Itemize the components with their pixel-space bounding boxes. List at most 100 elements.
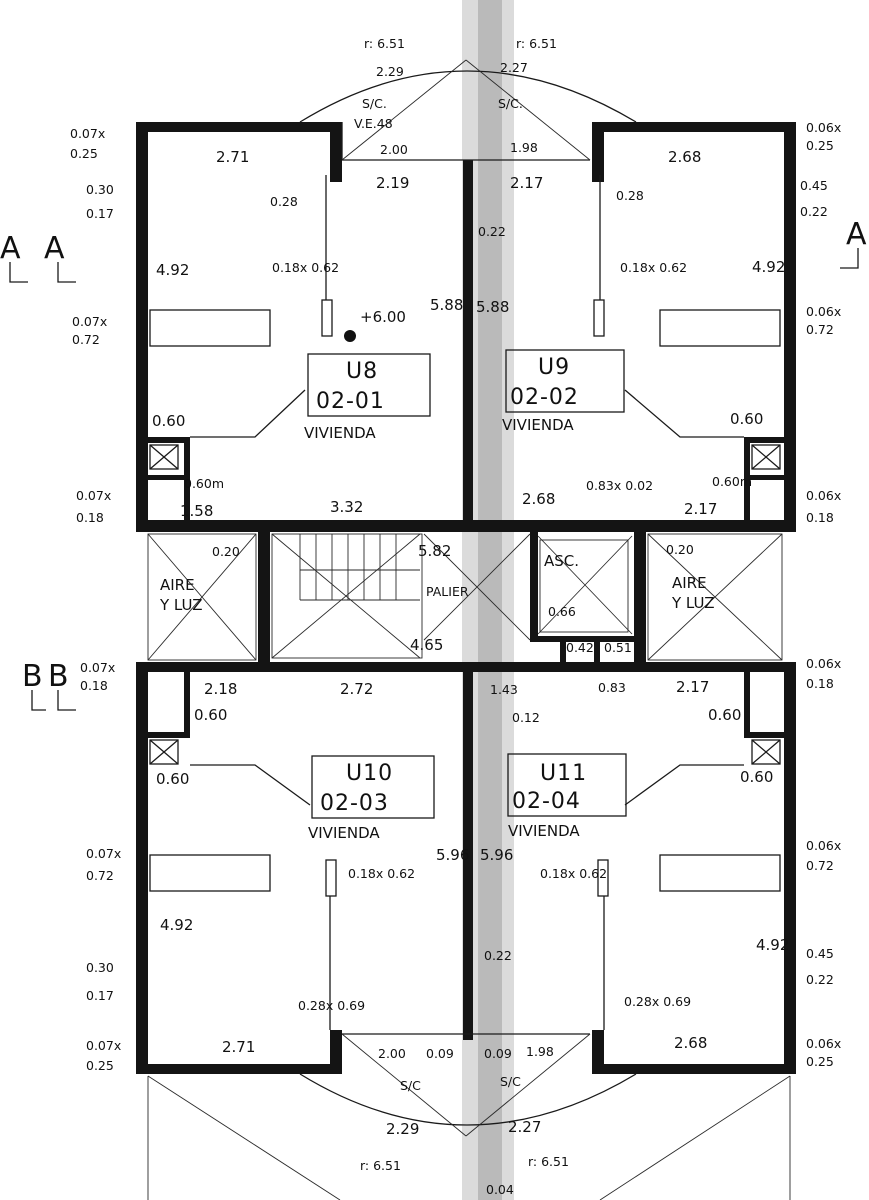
dim-side-018-bl: 0.18	[76, 510, 104, 525]
unit-u8-type: VIVIENDA	[304, 424, 376, 442]
dim-side-025-bl2: 0.25	[86, 1058, 114, 1073]
level-marker-icon	[344, 330, 356, 342]
dim-2-17-top: 2.17	[510, 174, 543, 192]
dim-2-71-bot: 2.71	[222, 1038, 255, 1056]
dim-0-09-r: 0.09	[484, 1046, 512, 1061]
palier-lines	[423, 533, 633, 641]
dim-side-006x-tr: 0.06x	[806, 120, 841, 135]
dim-2-71-top: 2.71	[216, 148, 249, 166]
section-marker-b-1: B	[22, 659, 43, 694]
aire-luz-right-2: Y LUZ	[671, 594, 715, 612]
dim-side-006x-mr: 0.06x	[806, 304, 841, 319]
dim-side-007x-ml: 0.07x	[72, 314, 107, 329]
dim-side-006x-br2: 0.06x	[806, 1036, 841, 1051]
aire-luz-right-1: AIRE	[672, 574, 707, 592]
dim-side-018-tl2: 0.18	[80, 678, 108, 693]
balcony-sc-right: S/C.	[498, 96, 523, 111]
dim-side-030-tl: 0.30	[86, 182, 114, 197]
unit-tag-boxes	[307, 349, 627, 819]
balcony-sc-br: S/C	[500, 1074, 521, 1089]
light-wells	[147, 533, 783, 661]
dim-1-43: 1.43	[490, 682, 518, 697]
balcony-bottom	[299, 1033, 637, 1137]
top-block-walls	[136, 122, 796, 532]
dim-5-82: 5.82	[418, 542, 451, 560]
dim-side-030-bl2: 0.30	[86, 960, 114, 975]
section-marker-a-right: A	[846, 217, 867, 252]
lift-label: ASC.	[544, 552, 579, 570]
dim-0-51: 0.51	[604, 640, 632, 655]
dim-4-65: 4.65	[410, 636, 443, 654]
dim-side-022-br2: 0.22	[806, 972, 834, 987]
dim-028x069-r: 0.28x 0.69	[624, 994, 691, 1009]
dim-side-072-mr: 0.72	[806, 322, 834, 337]
dim-side-025-br2: 0.25	[806, 1054, 834, 1069]
unit-u9-id: U9	[538, 355, 570, 380]
dim-2-17-bot: 2.17	[676, 678, 709, 696]
radius-top-left: r: 6.51	[364, 36, 405, 51]
dim-2-00-top: 2.00	[380, 142, 408, 157]
dim-side-018-br: 0.18	[806, 510, 834, 525]
dim-side-006x-mr2: 0.06x	[806, 838, 841, 853]
dim-side-007x-bl: 0.07x	[76, 488, 111, 503]
stair	[271, 533, 423, 659]
dim-028x069-l: 0.28x 0.69	[298, 998, 365, 1013]
dim-2-68-bot: 2.68	[674, 1034, 707, 1052]
section-marker-lines	[9, 248, 859, 711]
dim-0-60-f: 0.60	[740, 768, 773, 786]
dim-1-98-top: 1.98	[510, 140, 538, 155]
dim-0-22-core: 0.22	[478, 224, 506, 239]
dim-2-29-top: 2.29	[376, 64, 404, 79]
dim-side-072-mr2: 0.72	[806, 858, 834, 873]
balcony-sc-left: S/C.	[362, 96, 387, 111]
unit-u11-code: 02-04	[512, 789, 581, 814]
dim-0-60-d: 0.60	[708, 706, 741, 724]
dim-0-60-a: 0.60	[152, 412, 185, 430]
dim-side-072-ml2: 0.72	[86, 868, 114, 883]
dim-side-072-ml: 0.72	[72, 332, 100, 347]
dim-side-007x-ml2: 0.07x	[86, 846, 121, 861]
dim-2-18: 2.18	[204, 680, 237, 698]
dim-2-29-bot: 2.29	[386, 1120, 419, 1138]
unit-u10-code: 02-03	[320, 791, 389, 816]
balcony-ve: V.E.48	[354, 116, 393, 131]
balcony-sc-bl: S/C	[400, 1078, 421, 1093]
dim-side-007x-tl2: 0.07x	[80, 660, 115, 675]
dim-5-96-r: 5.96	[480, 846, 513, 864]
dim-side-007x-tl: 0.07x	[70, 126, 105, 141]
dim-side-018-tr2: 0.18	[806, 676, 834, 691]
aire-luz-left-1: AIRE	[160, 576, 195, 594]
dim-018x062-tl: 0.18x 0.62	[272, 260, 339, 275]
dim-4-92-br: 4.92	[756, 936, 789, 954]
dim-1-58: 1.58	[180, 502, 213, 520]
section-marker-a-left1: A	[0, 231, 21, 266]
dim-4-92-tr: 4.92	[752, 258, 785, 276]
unit-u9-type: VIVIENDA	[502, 416, 574, 434]
dim-4-92-tl: 4.92	[156, 261, 189, 279]
dim-0-60-b: 0.60	[730, 410, 763, 428]
dim-0-60-e: 0.60	[156, 770, 189, 788]
dim-side-017-tl: 0.17	[86, 206, 114, 221]
dim-0-60m-r: 0.60m	[712, 474, 752, 489]
core-walls	[258, 532, 646, 662]
radius-top-right: r: 6.51	[516, 36, 557, 51]
dim-2-19: 2.19	[376, 174, 409, 192]
furniture	[149, 175, 781, 1030]
bottom-block-walls	[136, 662, 796, 1074]
dim-2-68-top: 2.68	[668, 148, 701, 166]
dim-side-025-tr: 0.25	[806, 138, 834, 153]
dim-0-12: 0.12	[512, 710, 540, 725]
dim-5-88-r: 5.88	[476, 298, 509, 316]
radius-bottom-right: r: 6.51	[528, 1154, 569, 1169]
dim-side-025-tl: 0.25	[70, 146, 98, 161]
dim-5-96-l: 5.96	[436, 846, 469, 864]
dim-2-27-top: 2.27	[500, 60, 528, 75]
unit-u10-id: U10	[346, 761, 393, 786]
dim-0-09-l: 0.09	[426, 1046, 454, 1061]
unit-u10-type: VIVIENDA	[308, 824, 380, 842]
dim-side-045-br2: 0.45	[806, 946, 834, 961]
dim-side-022-tr: 0.22	[800, 204, 828, 219]
dim-2-72: 2.72	[340, 680, 373, 698]
dim-0-60-c: 0.60	[194, 706, 227, 724]
